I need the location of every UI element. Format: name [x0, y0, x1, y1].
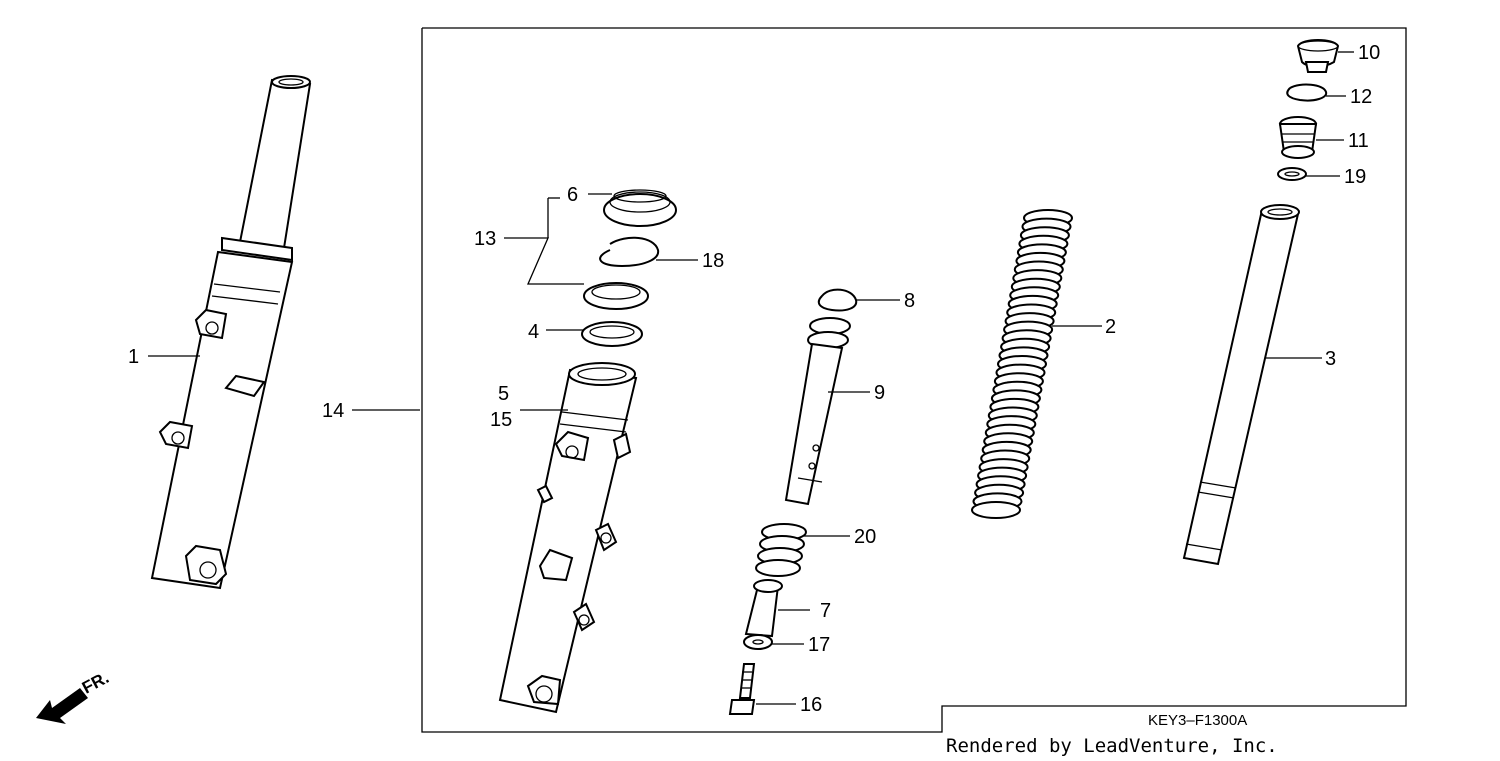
callout-18: 18: [702, 250, 724, 272]
part-18-circlip[interactable]: [599, 236, 660, 268]
part-3-fork-tube[interactable]: [1182, 204, 1300, 566]
callout-17: 17: [808, 634, 830, 656]
callout-15: 15: [490, 409, 512, 431]
callout-19: 19: [1344, 166, 1366, 188]
leader-lines: [148, 51, 1354, 705]
part-4-bushing[interactable]: [581, 321, 643, 347]
front-direction-arrow-icon: FR.: [36, 668, 112, 724]
callout-11: 11: [1348, 130, 1369, 152]
callout-12: 12: [1350, 86, 1372, 108]
callout-16: 16: [800, 694, 822, 716]
callout-7: 7: [820, 600, 831, 622]
part-5-fork-slider[interactable]: [498, 362, 638, 714]
spring-coil: [971, 501, 1021, 519]
callout-10: 10: [1358, 42, 1380, 64]
part-16-socket-bolt[interactable]: [728, 663, 756, 715]
callout-4: 4: [528, 321, 539, 343]
part-17-washer[interactable]: [743, 634, 773, 650]
part-20-rebound-spring[interactable]: [755, 523, 807, 577]
part-1-fork-assembly[interactable]: [150, 75, 312, 590]
part-9-damper-rod[interactable]: [784, 317, 851, 506]
diagram-code: KEY3–F1300A: [1148, 712, 1247, 729]
part-10-cap-bolt[interactable]: [1296, 39, 1340, 73]
callout-13: 13: [474, 228, 496, 250]
credit-line: Rendered by LeadVenture, Inc.: [946, 735, 1278, 757]
callout-14: 14: [322, 400, 344, 422]
part-11-spring-collar[interactable]: [1278, 116, 1318, 159]
part-19-o-ring[interactable]: [1277, 167, 1307, 181]
callout-9: 9: [874, 382, 885, 404]
part-12-stopper-ring[interactable]: [1286, 83, 1328, 102]
part-2-fork-spring[interactable]: [971, 209, 1073, 519]
callout-6: 6: [567, 184, 578, 206]
part-6-oil-seal[interactable]: [603, 189, 677, 227]
callout-5: 5: [498, 383, 509, 405]
callout-2: 2: [1105, 316, 1116, 338]
part-8-piston-ring[interactable]: [817, 288, 858, 312]
part-7-oil-lock-piece[interactable]: [744, 579, 783, 638]
callout-1: 1: [128, 346, 139, 368]
callout-labels: 1 2 3 4 5 6 7 8 9 10 11 12 13 14 15 16 1…: [128, 42, 1380, 716]
callout-20: 20: [854, 526, 876, 548]
assembly-border: [421, 27, 1407, 733]
callout-8: 8: [904, 290, 915, 312]
part-13-seal-kit[interactable]: [583, 282, 649, 310]
callout-3: 3: [1325, 348, 1336, 370]
